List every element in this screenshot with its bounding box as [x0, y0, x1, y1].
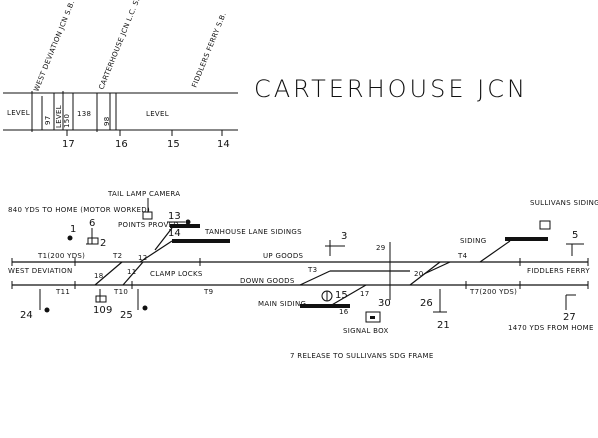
- label-siding: SIDING: [460, 237, 486, 245]
- signal-1: 1: [70, 224, 76, 235]
- gradient-6: LEVEL: [146, 110, 169, 118]
- signal-5: 5: [572, 230, 578, 241]
- label-distance-home-east: 1470 YDS FROM HOME: [508, 324, 594, 332]
- gradient-5: 98: [103, 116, 111, 126]
- signal-16: 16: [339, 308, 349, 316]
- signal-6: 6: [89, 218, 95, 229]
- signal-15: 15: [335, 290, 348, 301]
- sb-label-fiddlers-ferry: FIDDLERS FERRY S.B.: [190, 11, 228, 89]
- signal-24: 24: [20, 310, 33, 321]
- signal-26: 26: [420, 298, 433, 309]
- label-signal-box: SIGNAL BOX: [343, 327, 389, 335]
- milepost-16: 16: [115, 139, 128, 150]
- track-circuit-t10: T10: [113, 288, 128, 296]
- annotations: TAIL LAMP CAMERA POINTS PROVED TANHOUSE …: [8, 190, 598, 360]
- label-up-goods: UP GOODS: [263, 252, 304, 260]
- signal-21: 21: [437, 320, 450, 331]
- milepost-14: 14: [217, 139, 230, 150]
- track-circuit-t11: T11: [55, 288, 70, 296]
- track-circuit-t9: T9: [203, 288, 213, 296]
- signals: 6 2 1 13 14 12 11 18 10 9 25 24 3 29 30 …: [20, 211, 584, 331]
- gradient-4: 138: [77, 110, 91, 118]
- signal-10: 10: [93, 305, 106, 316]
- label-down-goods: DOWN GOODS: [240, 277, 295, 285]
- label-west-deviation: WEST DEVIATION: [8, 267, 73, 275]
- label-tanhouse-lane-sidings: TANHOUSE LANE SIDINGS: [204, 228, 302, 236]
- signal-18: 18: [94, 272, 104, 280]
- track-circuit-t1: T1(200 YDS): [37, 252, 85, 260]
- label-tail-lamp-camera: TAIL LAMP CAMERA: [107, 190, 180, 198]
- signal-29: 29: [376, 244, 386, 252]
- signal-27: 27: [563, 312, 576, 323]
- gradient-3: 150: [63, 114, 71, 128]
- gradient-2: LEVEL: [55, 105, 63, 128]
- signal-13: 13: [168, 211, 181, 222]
- label-main-siding: MAIN SIDING: [258, 300, 306, 308]
- track-circuit-t4: T4: [457, 252, 468, 260]
- gradient-1: 97: [44, 115, 52, 125]
- gradient-0: LEVEL: [7, 109, 30, 117]
- label-fiddlers-ferry: FIDDLERS FERRY: [527, 267, 590, 275]
- track-circuit-t3: T3: [307, 266, 317, 274]
- signal-20: 20: [414, 270, 424, 278]
- track-circuit-t2: T2: [112, 252, 122, 260]
- sb-label-carterhouse: CARTERHOUSE JCN L.C. S.B.: [97, 0, 144, 91]
- gradient-profile: WEST DEVIATION JCN S.B. CARTERHOUSE JCN …: [3, 0, 238, 150]
- signal-30: 30: [378, 298, 391, 309]
- signal-17: 17: [360, 290, 370, 298]
- signal-2: 2: [100, 238, 106, 249]
- label-distance-home-west: 840 YDS TO HOME (MOTOR WORKED): [8, 206, 150, 214]
- milepost-17: 17: [62, 139, 75, 150]
- diagram-title: CARTERHOUSE JCN: [254, 75, 528, 103]
- label-sullivans-siding-frame: SULLIVANS SIDING FRAME: [530, 199, 598, 207]
- track-layout: [11, 224, 589, 308]
- label-points-proved: POINTS PROVED: [118, 221, 179, 229]
- signal-11: 11: [127, 268, 137, 276]
- label-clamp-locks: CLAMP LOCKS: [150, 270, 203, 278]
- signal-9: 9: [106, 305, 112, 316]
- track-circuit-t7: T7(200 YDS): [469, 288, 517, 296]
- signal-25: 25: [120, 310, 133, 321]
- signal-12: 12: [138, 254, 148, 262]
- footnote: 7 RELEASE TO SULLIVANS SDG FRAME: [290, 352, 434, 360]
- milepost-15: 15: [167, 139, 180, 150]
- signal-3: 3: [341, 231, 347, 242]
- sb-label-west-deviation: WEST DEVIATION JCN S.B.: [32, 0, 76, 93]
- signal-14: 14: [168, 228, 181, 239]
